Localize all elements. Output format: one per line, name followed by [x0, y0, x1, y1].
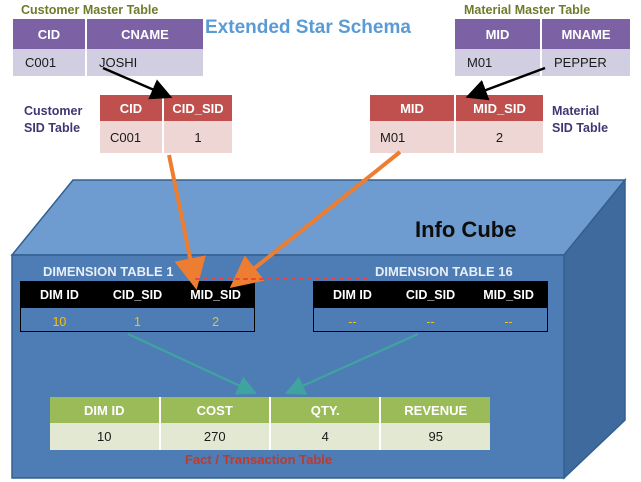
column-header-cid: CID — [100, 95, 164, 121]
column-header-dim-id: DIM ID — [50, 397, 161, 423]
column-header-qty: QTY. — [269, 397, 382, 423]
fact-table: DIM ID COST QTY. REVENUE 10 270 4 95 — [50, 397, 490, 450]
cell-mname: PEPPER — [541, 49, 630, 76]
dimension-table-16-caption: DIMENSION TABLE 16 — [375, 264, 513, 279]
cell-mid-sid: 2 — [455, 121, 543, 153]
cell-dim-id: 10 — [50, 423, 161, 450]
column-header-cid: CID — [13, 19, 87, 49]
material-sid-table-caption: Material SID Table — [552, 103, 608, 137]
column-header-dim-id: DIM ID — [314, 282, 391, 308]
cell-dim-id: 10 — [52, 315, 67, 329]
cell-dim-id: -- — [348, 315, 357, 329]
table-row: M01 PEPPER — [455, 49, 630, 76]
material-sid-caption-line2: SID Table — [552, 121, 609, 135]
table-row: 10 1 2 — [21, 308, 254, 336]
column-header-cid-sid: CID_SID — [390, 282, 471, 308]
table-row: 10 270 4 95 — [50, 423, 490, 450]
cell-cid-sid: 1 — [163, 121, 232, 153]
cell-cname: JOSHI — [86, 49, 203, 76]
column-header-mname: MNAME — [541, 19, 630, 49]
customer-master-table: CID CNAME C001 JOSHI — [13, 19, 203, 76]
cell-mid-sid: 2 — [212, 315, 220, 329]
cell-cost: 270 — [159, 423, 271, 450]
column-header-mid-sid: MID_SID — [470, 282, 547, 308]
cell-cid-sid: 1 — [134, 315, 141, 329]
table-header-row: CID CNAME — [13, 19, 203, 49]
fact-table-caption: Fact / Transaction Table — [185, 452, 333, 467]
dimension-table-1-caption: DIMENSION TABLE 1 — [43, 264, 174, 279]
page-title: Extended Star Schema — [205, 17, 411, 38]
cell-qty: 4 — [269, 423, 382, 450]
column-header-cid-sid: CID_SID — [97, 282, 178, 308]
table-header-row: DIM ID COST QTY. REVENUE — [50, 397, 490, 423]
customer-sid-caption-line1: Customer — [24, 104, 83, 118]
table-row: M01 2 — [370, 121, 543, 153]
cube-top-face — [10, 179, 627, 256]
customer-master-table-caption: Customer Master Table — [21, 3, 159, 17]
cell-mid: M01 — [455, 49, 542, 76]
cell-mid-sid: -- — [504, 315, 513, 329]
column-header-dim-id: DIM ID — [21, 282, 98, 308]
dimension-table-1: DIM ID CID_SID MID_SID 10 1 2 — [20, 281, 255, 332]
customer-sid-table: CID CID_SID C001 1 — [100, 95, 232, 153]
table-header-row: DIM ID CID_SID MID_SID — [21, 282, 254, 308]
material-sid-caption-line1: Material — [552, 104, 600, 118]
column-header-mid-sid: MID_SID — [455, 95, 543, 121]
table-row: C001 JOSHI — [13, 49, 203, 76]
column-header-cid-sid: CID_SID — [163, 95, 232, 121]
table-header-row: CID CID_SID — [100, 95, 232, 121]
material-master-table-caption: Material Master Table — [464, 3, 591, 17]
info-cube-title: Info Cube — [415, 217, 517, 242]
cell-cid-sid: -- — [426, 315, 435, 329]
column-header-mid: MID — [455, 19, 542, 49]
table-row: C001 1 — [100, 121, 232, 153]
table-header-row: MID MNAME — [455, 19, 630, 49]
material-master-table: MID MNAME M01 PEPPER — [455, 19, 630, 76]
dimension-table-16: DIM ID CID_SID MID_SID -- -- -- — [313, 281, 548, 332]
cell-cid: C001 — [13, 49, 87, 76]
column-header-cname: CNAME — [86, 19, 203, 49]
column-header-revenue: REVENUE — [380, 397, 490, 423]
cell-cid: C001 — [100, 121, 164, 153]
column-header-mid: MID — [370, 95, 456, 121]
table-header-row: MID MID_SID — [370, 95, 543, 121]
table-row: -- -- -- — [314, 308, 547, 336]
column-header-cost: COST — [159, 397, 271, 423]
customer-sid-caption-line2: SID Table — [24, 121, 81, 135]
table-header-row: DIM ID CID_SID MID_SID — [314, 282, 547, 308]
column-header-mid-sid: MID_SID — [177, 282, 254, 308]
cell-mid: M01 — [370, 121, 456, 153]
material-sid-table: MID MID_SID M01 2 — [370, 95, 543, 153]
customer-sid-table-caption: Customer SID Table — [24, 103, 82, 137]
cell-revenue: 95 — [380, 423, 490, 450]
